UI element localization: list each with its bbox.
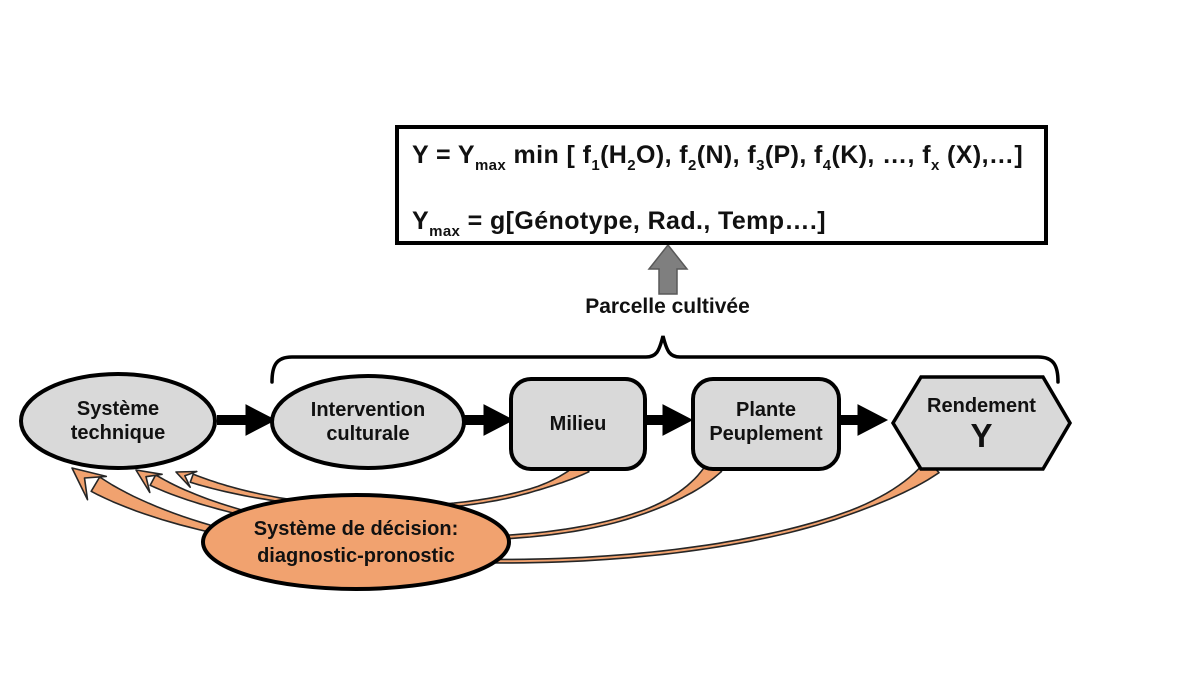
rendement-shape [890, 375, 1073, 471]
plante-label: Plante Peuplement [709, 399, 823, 445]
systeme-technique-label: Système technique [70, 398, 166, 444]
feedback-arrow-milieu-head [175, 470, 198, 488]
milieu-shape [509, 377, 647, 471]
intervention-shape [270, 374, 466, 470]
feedback-arrow-milieu-body [189, 459, 590, 511]
rendement-label: Rendement Y [927, 395, 1036, 454]
plante-shape [691, 377, 841, 471]
flow-arrows [217, 404, 889, 436]
flow-arrow-head [662, 404, 694, 436]
feedback-arrow-rendement-body [90, 458, 940, 564]
decision-shape [201, 493, 511, 591]
flow-arrow-head [857, 404, 889, 436]
brace-parcelle [270, 335, 1060, 384]
systeme-technique-shape [19, 372, 217, 470]
feedback-arrow-plante-head [135, 469, 163, 494]
formula-line-1: Y = Ymax min [ f1(H2O), f2(N), f3(P), f4… [412, 141, 1024, 174]
formula-line-2: Ymax = g[Génotype, Rad., Temp….] [412, 207, 826, 240]
feedback-arrow-plante-body [149, 459, 723, 541]
milieu-label: Milieu [549, 413, 607, 435]
formula-box: Y = Ymax min [ f1(H2O), f2(N), f3(P), f4… [395, 125, 1048, 245]
feedback-arrow-rendement-head [71, 467, 108, 501]
decision-label: Système de décision: diagnostic-pronosti… [253, 518, 459, 567]
up-arrow-icon [647, 243, 689, 295]
flow-arrow-head [245, 404, 277, 436]
flow-arrow-head [483, 404, 515, 436]
parcelle-label: Parcelle cultivée [585, 295, 750, 318]
intervention-label: Intervention culturale [310, 399, 426, 445]
